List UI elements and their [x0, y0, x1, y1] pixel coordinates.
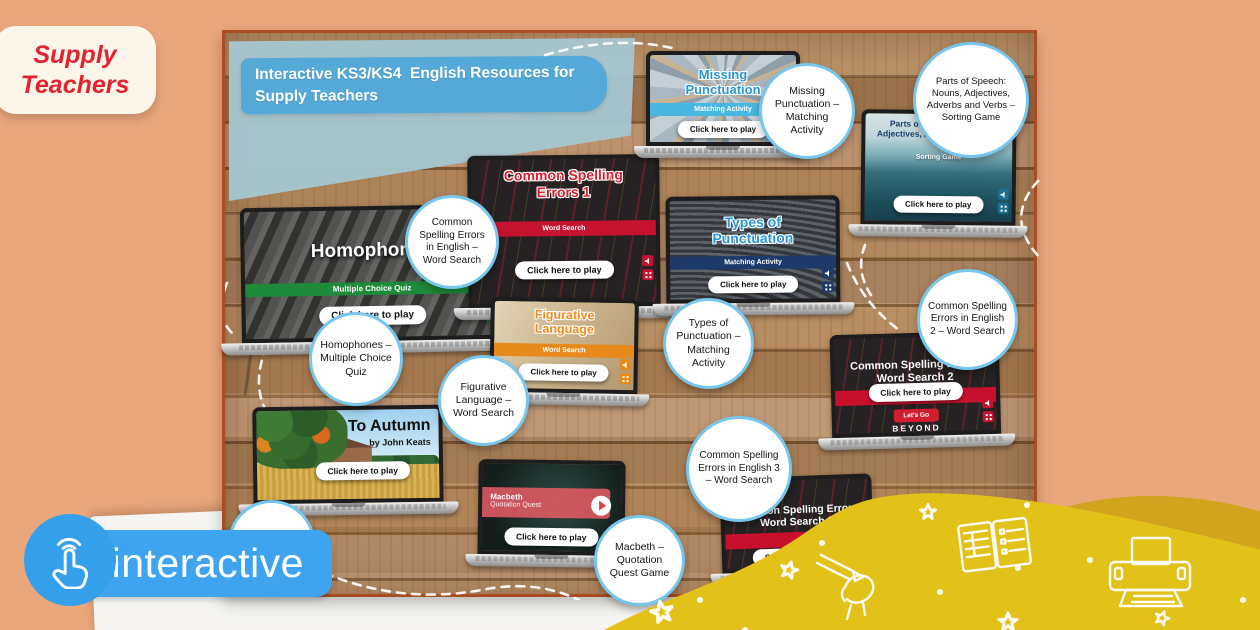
laptop-common-spelling-word-search-2: Common Spelling Errors Word Search 2 Cli…	[818, 330, 1015, 451]
note-common-spelling-errors-1: Common Spelling Errors in English – Word…	[405, 195, 499, 289]
red-band	[725, 529, 870, 550]
screen-icon-group	[619, 358, 631, 385]
page-title-line2: Supply Teachers	[255, 87, 379, 106]
laptop-figurative-language: Figurative Language Word Search Click he…	[477, 296, 650, 407]
fullscreen-icon[interactable]	[822, 281, 834, 293]
screen-icon-group	[822, 267, 834, 293]
activity-title: Types of Punctuation	[712, 213, 794, 247]
audio-icon[interactable]	[642, 255, 654, 267]
figurative-language-screen: Figurative Language Word Search Click he…	[489, 296, 639, 395]
parts-of-speech-screen: Parts of Speech: Nouns, Adjectives, Adve…	[860, 109, 1017, 226]
supply-badge-line1: Supply	[33, 41, 117, 69]
screen-icon-group	[982, 396, 994, 423]
laptop-to-autumn: To Autumn by John Keats Click here to pl…	[238, 404, 459, 517]
fullscreen-icon[interactable]	[997, 202, 1009, 214]
supply-teachers-badge: Supply Teachers	[0, 26, 156, 114]
laptop-types-of-punctuation: Types of Punctuation Matching Activity C…	[652, 195, 855, 316]
types-of-punctuation-screen: Types of Punctuation Matching Activity C…	[665, 195, 841, 304]
click-here-to-play-button[interactable]: Click here to play	[677, 121, 769, 138]
note-figurative-language: Figurative Language – Word Search	[438, 355, 529, 446]
autumn-tree	[252, 404, 349, 470]
note-homophones: Homophones – Multiple Choice Quiz	[309, 312, 403, 406]
pushpin-blue	[430, 170, 448, 172]
lets-go-button[interactable]: Let's Go	[893, 408, 940, 423]
cse1-screen: Common Spelling Errors 1 Word Search Cli…	[467, 153, 661, 309]
activity-subtitle: Quotation Quest	[490, 501, 542, 510]
laptop-common-spelling-errors-1: Common Spelling Errors 1 Word Search Cli…	[453, 153, 677, 321]
audio-icon[interactable]	[997, 188, 1009, 200]
click-here-to-play-button[interactable]: Click here to play	[518, 363, 609, 382]
note-common-spelling-word-search-3: Common Spelling Errors in English 3 – Wo…	[686, 416, 792, 522]
click-here-to-play-button[interactable]: Click here to play	[708, 275, 799, 294]
fullscreen-icon[interactable]	[642, 269, 654, 281]
supply-badge-line2: Teachers	[20, 71, 130, 99]
pushpin-yellow	[634, 485, 651, 491]
note-missing-punctuation: Missing Punctuation – Matching Activity	[759, 63, 855, 159]
screen-icon-group	[642, 255, 654, 281]
missing-punctuation-screen: Missing Punctuation Matching Activity Cl…	[646, 51, 800, 146]
activity-band: Word Search	[471, 220, 656, 237]
laptop-missing-punctuation: Missing Punctuation Matching Activity Cl…	[633, 51, 813, 158]
header-banner: Interactive KS3/KS4 English Resources fo…	[240, 55, 608, 115]
note-types-of-punctuation: Types of Punctuation – Matching Activity	[663, 298, 754, 389]
to-autumn-screen: To Autumn by John Keats Click here to pl…	[252, 404, 444, 505]
note-macbeth: Macbeth – Quotation Quest Game	[594, 515, 685, 606]
laptop-parts-of-speech: Parts of Speech: Nouns, Adjectives, Adve…	[847, 109, 1028, 238]
pushpin-yellow	[806, 36, 823, 43]
note-common-spelling-word-search-2: Common Spelling Errors in English 2 – Wo…	[917, 269, 1018, 370]
activity-title: Figurative Language	[534, 307, 595, 337]
fullscreen-icon[interactable]	[982, 410, 994, 423]
note-parts-of-speech: Parts of Speech: Nouns, Adjectives, Adve…	[913, 42, 1029, 158]
screen-icon-group	[997, 188, 1009, 214]
click-here-to-play-button[interactable]: Click here to play	[752, 546, 844, 567]
beyond-logo: BEYOND	[892, 422, 941, 434]
audio-icon[interactable]	[982, 396, 994, 409]
audio-icon[interactable]	[822, 267, 834, 279]
click-here-to-play-button[interactable]: Click here to play	[315, 461, 411, 481]
click-here-to-play-button[interactable]: Click here to play	[503, 527, 599, 547]
fullscreen-icon[interactable]	[619, 372, 631, 385]
interactive-badge-icon-circle[interactable]	[24, 514, 116, 606]
audio-icon[interactable]	[619, 358, 631, 371]
csws2-screen: Common Spelling Errors Word Search 2 Cli…	[829, 330, 1002, 439]
pushpin-blue	[988, 31, 1004, 38]
activity-title: Missing Punctuation	[685, 67, 761, 97]
interactive-badge-label: interactive	[111, 540, 304, 586]
poem-title: To Autumn	[347, 416, 431, 435]
activity-band: Matching Activity	[670, 255, 837, 270]
laptop-base	[633, 146, 813, 158]
laptop-base	[847, 224, 1028, 238]
click-here-to-play-button[interactable]: Click here to play	[514, 260, 614, 280]
pushpin-blue	[703, 396, 720, 401]
wooden-board: Interactive KS3/KS4 English Resources fo…	[221, 30, 1040, 606]
activity-title: Common Spelling Errors 1	[503, 166, 623, 201]
poem-author: by John Keats	[369, 436, 431, 448]
activity-band: Word Search	[493, 342, 635, 359]
tap-hand-icon	[52, 537, 89, 589]
click-here-to-play-button[interactable]: Click here to play	[892, 195, 984, 214]
printer-icon	[1108, 536, 1192, 608]
click-here-to-play-button[interactable]: Click here to play	[868, 381, 963, 403]
page-title-line1: Interactive KS3/KS4 English Resources fo…	[254, 63, 575, 84]
pushpin-yellow	[982, 255, 999, 261]
